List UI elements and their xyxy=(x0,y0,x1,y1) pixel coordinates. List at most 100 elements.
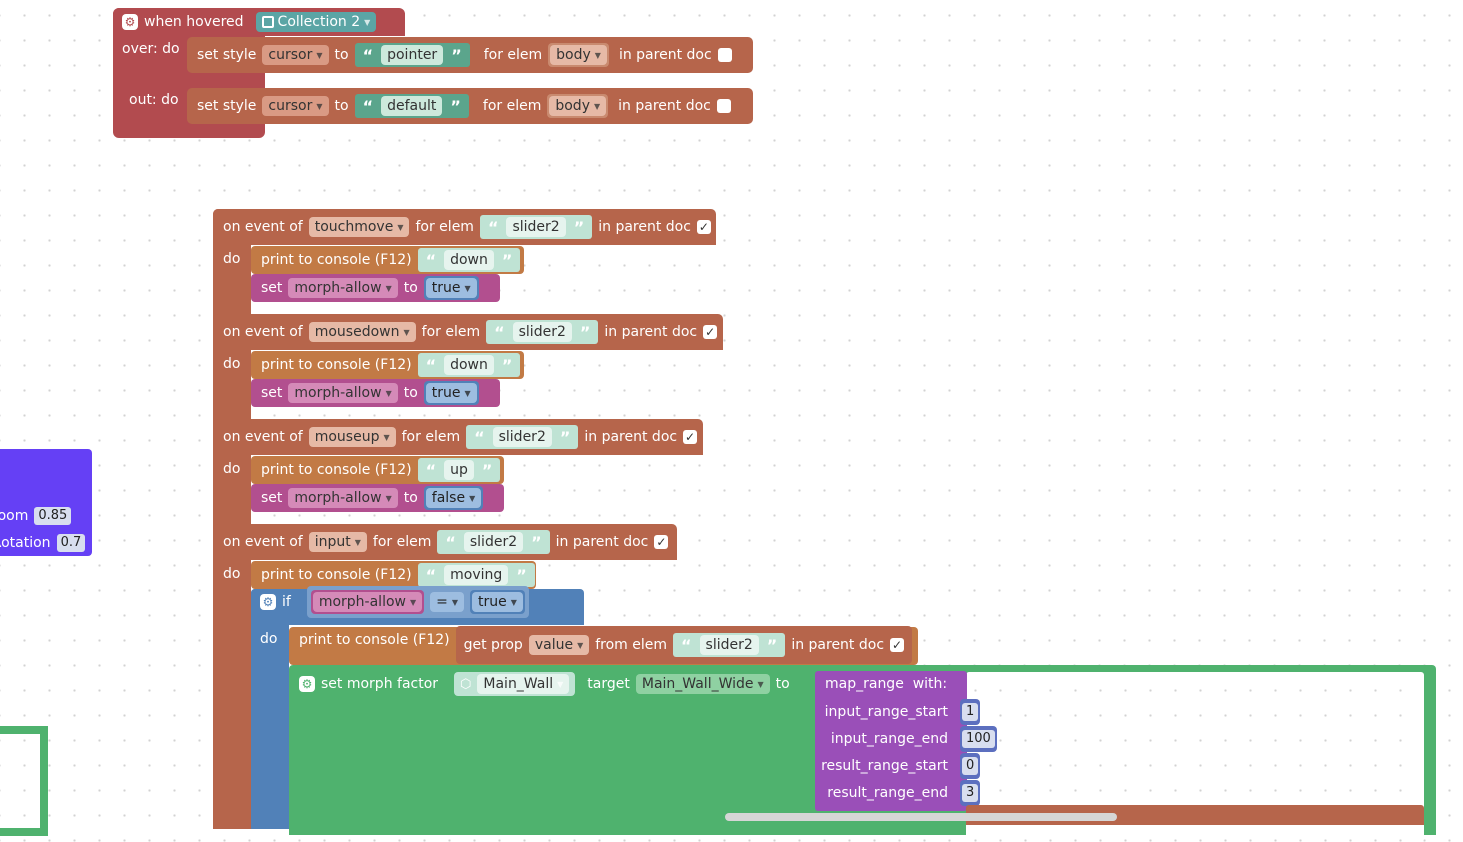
event-dropdown[interactable]: mouseup▼ xyxy=(308,427,396,447)
number-value[interactable]: 1 xyxy=(962,702,979,721)
boolean-dropdown[interactable]: false▼ xyxy=(425,488,482,508)
string-block[interactable]: “moving” xyxy=(417,563,535,587)
rotation-value[interactable]: 0.7 xyxy=(56,534,86,552)
string-value[interactable]: slider2 xyxy=(699,635,759,655)
set-style-label: set style xyxy=(197,98,257,114)
print-label: print to console (F12) xyxy=(261,357,412,373)
mesh-block[interactable]: ⬡ Main_Wall▼ xyxy=(454,672,576,696)
gear-icon[interactable]: ⚙ xyxy=(260,594,276,610)
string-block[interactable]: “down” xyxy=(417,353,521,377)
string-block[interactable]: “slider2” xyxy=(673,633,786,657)
compare-block[interactable]: morph-allow▼ =▼ true▼ xyxy=(306,586,529,618)
style-prop-value: cursor xyxy=(268,98,313,114)
prop-dropdown[interactable]: value▼ xyxy=(528,635,590,655)
style-prop-dropdown[interactable]: cursor▼ xyxy=(262,96,329,116)
chevron-down-icon: ▼ xyxy=(397,222,404,232)
target-dropdown[interactable]: Main_Wall_Wide▼ xyxy=(635,674,770,694)
string-block[interactable]: “up” xyxy=(417,458,501,482)
map-range-label: map_range with: xyxy=(825,676,948,692)
string-block[interactable]: “default” xyxy=(354,94,469,118)
string-block[interactable]: “pointer” xyxy=(354,43,470,67)
event-dropdown[interactable]: input▼ xyxy=(308,532,367,552)
parent-doc-checkbox[interactable] xyxy=(717,48,732,62)
string-block[interactable]: “slider2” xyxy=(486,320,599,344)
variable-dropdown[interactable]: morph-allow▼ xyxy=(288,383,398,403)
variable-dropdown[interactable]: morph-allow▼ xyxy=(288,488,398,508)
map-range-block[interactable] xyxy=(815,671,967,811)
variable-dropdown[interactable]: morph-allow▼ xyxy=(312,592,423,612)
collection-dropdown[interactable]: Collection 2 ▼ xyxy=(255,12,377,32)
string-value[interactable]: down xyxy=(444,355,494,375)
elem-dropdown[interactable]: body▼ xyxy=(550,45,607,65)
if-block[interactable] xyxy=(251,589,289,829)
number-value[interactable]: 3 xyxy=(962,783,979,802)
boolean-block[interactable]: false▼ xyxy=(423,486,484,510)
number-block[interactable]: 0 xyxy=(960,752,981,779)
number-value[interactable]: 100 xyxy=(962,729,995,748)
string-block[interactable]: “slider2” xyxy=(466,425,579,449)
string-value[interactable]: default xyxy=(381,96,443,116)
boolean-dropdown[interactable]: true▼ xyxy=(472,592,523,612)
variable-get-block[interactable]: morph-allow▼ xyxy=(310,590,425,614)
string-block[interactable]: “slider2” xyxy=(479,215,593,239)
mesh-cube-icon: ⬡ xyxy=(460,676,472,692)
elem-block[interactable]: body▼ xyxy=(548,43,609,67)
number-value[interactable]: 0 xyxy=(962,756,979,775)
string-value[interactable]: slider2 xyxy=(492,427,552,447)
collection-name: Collection 2 xyxy=(277,14,361,30)
event-header-block[interactable] xyxy=(213,209,716,245)
boolean-value: false xyxy=(431,490,466,506)
boolean-block[interactable]: true▼ xyxy=(423,381,479,405)
event-header-block[interactable] xyxy=(213,314,723,350)
string-block[interactable]: “down” xyxy=(417,248,521,272)
style-prop-value: cursor xyxy=(268,47,313,63)
parent-doc-checkbox[interactable]: ✓ xyxy=(683,430,698,444)
string-value[interactable]: pointer xyxy=(381,45,444,65)
param-row: result_range_start 0 xyxy=(815,752,1015,779)
number-block[interactable]: 100 xyxy=(960,725,997,752)
boolean-dropdown[interactable]: true▼ xyxy=(425,278,477,298)
parent-doc-checkbox[interactable]: ✓ xyxy=(654,535,669,549)
string-value[interactable]: up xyxy=(444,460,474,480)
style-prop-dropdown[interactable]: cursor▼ xyxy=(262,45,329,65)
parent-doc-checkbox[interactable]: ✓ xyxy=(703,325,718,339)
event-header-row: on event of input▼ for elem “slider2” in… xyxy=(223,529,669,555)
string-block[interactable]: “slider2” xyxy=(437,530,550,554)
chevron-down-icon: ▼ xyxy=(316,50,323,60)
zoom-value[interactable]: 0.85 xyxy=(34,507,72,525)
target-value: Main_Wall_Wide xyxy=(641,676,754,692)
horizontal-scrollbar[interactable] xyxy=(725,813,1117,821)
parent-doc-checkbox[interactable] xyxy=(716,99,731,113)
operator-dropdown[interactable]: =▼ xyxy=(430,592,465,612)
parent-doc-checkbox[interactable]: ✓ xyxy=(696,220,711,234)
side-block[interactable]: Zoom 0.85 Rotation 0.7 xyxy=(0,449,92,556)
boolean-block[interactable]: true▼ xyxy=(423,276,479,300)
event-stack-spine xyxy=(213,209,251,829)
do-label: do xyxy=(223,356,241,372)
string-value[interactable]: down xyxy=(444,250,494,270)
event-header-block[interactable] xyxy=(213,419,703,455)
parent-doc-checkbox[interactable]: ✓ xyxy=(890,638,905,652)
chevron-down-icon: ▼ xyxy=(316,101,323,111)
open-quote-icon: “ xyxy=(487,217,499,237)
string-value[interactable]: slider2 xyxy=(506,217,566,237)
elem-block[interactable]: body▼ xyxy=(547,94,609,118)
chevron-down-icon: ▼ xyxy=(464,388,471,398)
gear-icon[interactable]: ⚙ xyxy=(122,14,138,30)
get-prop-block[interactable]: get prop value▼ from elem “slider2” in p… xyxy=(455,626,913,664)
if-label: if xyxy=(282,594,291,610)
number-block[interactable]: 1 xyxy=(960,698,981,725)
variable-dropdown[interactable]: morph-allow▼ xyxy=(288,278,398,298)
string-value[interactable]: moving xyxy=(444,565,509,585)
elem-dropdown[interactable]: body▼ xyxy=(549,96,607,116)
mesh-dropdown[interactable]: Main_Wall▼ xyxy=(477,674,570,694)
string-value[interactable]: slider2 xyxy=(512,322,572,342)
event-dropdown[interactable]: mousedown▼ xyxy=(308,322,416,342)
string-value[interactable]: slider2 xyxy=(463,532,524,552)
boolean-block[interactable]: true▼ xyxy=(470,590,525,614)
in-parent-doc-label: in parent doc xyxy=(604,324,698,340)
gear-icon[interactable]: ⚙ xyxy=(299,676,315,692)
number-block[interactable]: 3 xyxy=(960,779,981,806)
boolean-dropdown[interactable]: true▼ xyxy=(425,383,477,403)
event-dropdown[interactable]: touchmove▼ xyxy=(308,217,410,237)
